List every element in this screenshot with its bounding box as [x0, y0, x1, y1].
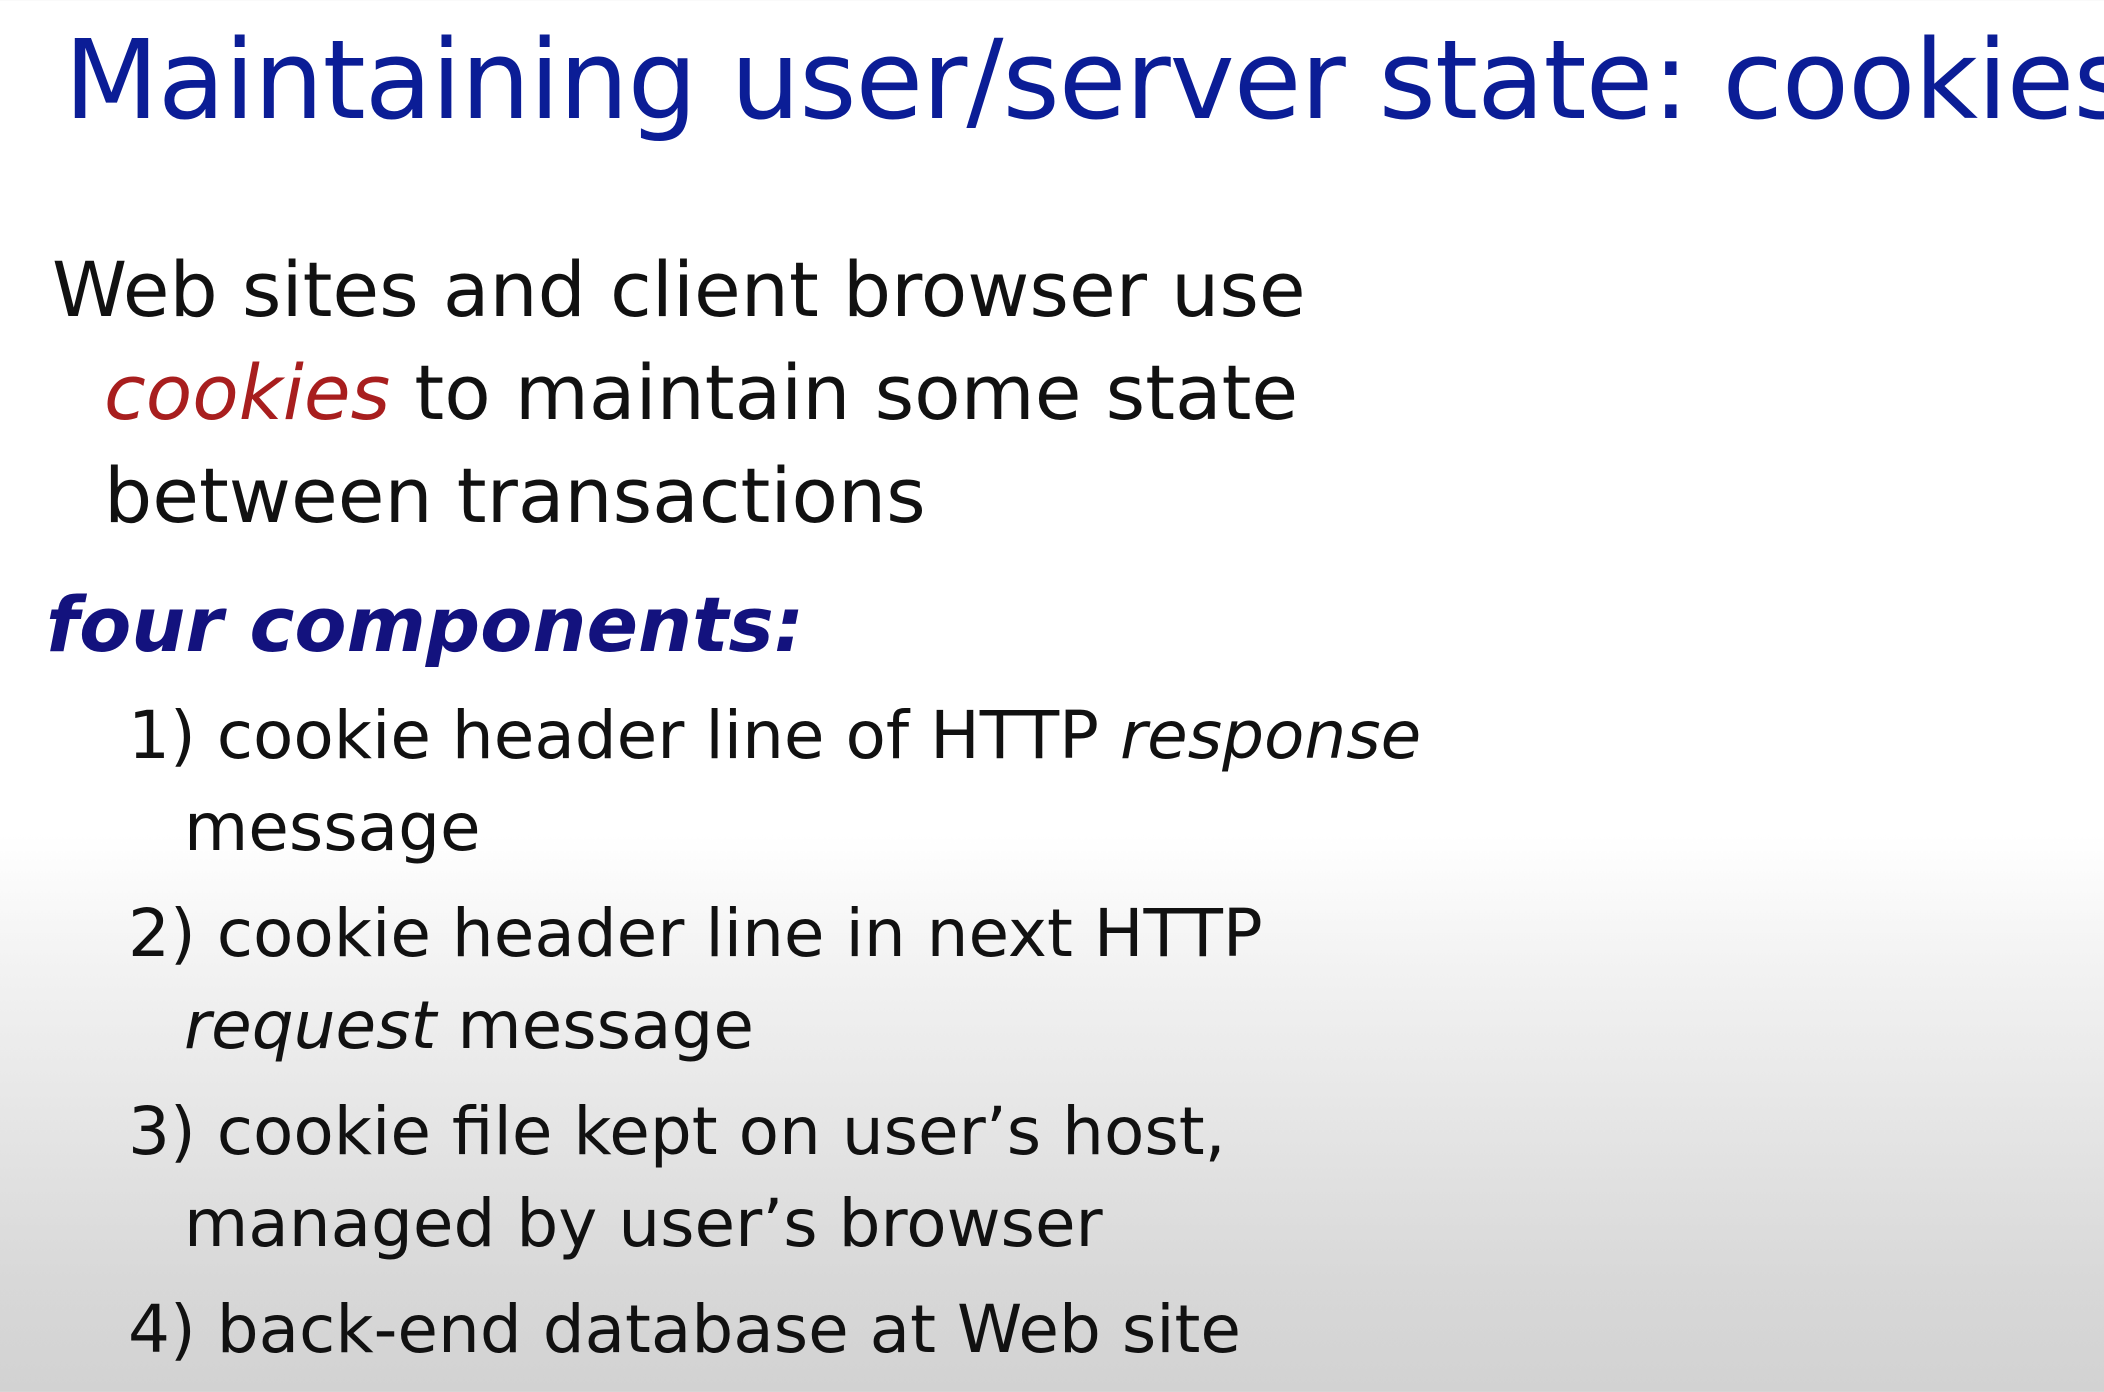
components-heading: four components:	[46, 580, 805, 669]
intro-line-2: cookies to maintain some state	[52, 341, 1552, 444]
list-item-1: 1) cookie header line of HTTP response m…	[128, 690, 1421, 874]
list-item-2: 2) cookie header line in next HTTP reque…	[128, 888, 1421, 1072]
item-1-text: 1) cookie header line of HTTP	[128, 697, 1120, 774]
intro-paragraph: Web sites and client browser use cookies…	[52, 238, 1552, 547]
slide-title: Maintaining user/server state: cookies	[64, 16, 2104, 144]
item-2-italic: request	[184, 987, 437, 1064]
list-item-3: 3) cookie file kept on user’s host, mana…	[128, 1086, 1421, 1270]
item-2-text: 2) cookie header line in next HTTP	[128, 895, 1263, 972]
item-3-continuation: managed by user’s browser	[184, 1185, 1103, 1262]
list-item-4: 4) back-end database at Web site	[128, 1284, 1421, 1376]
components-list: 1) cookie header line of HTTP response m…	[128, 690, 1421, 1390]
item-3-text: 3) cookie file kept on user’s host,	[128, 1093, 1226, 1170]
intro-line-3: between transactions	[104, 451, 926, 540]
intro-line-1: Web sites and client browser use	[52, 245, 1306, 334]
intro-line-2-rest: to maintain some state	[390, 348, 1299, 437]
item-2-continuation: message	[436, 987, 754, 1064]
item-1-italic: response	[1119, 697, 1422, 774]
item-4-text: 4) back-end database at Web site	[128, 1291, 1242, 1368]
cookies-emphasis: cookies	[104, 348, 391, 437]
item-1-continuation: message	[184, 789, 481, 866]
